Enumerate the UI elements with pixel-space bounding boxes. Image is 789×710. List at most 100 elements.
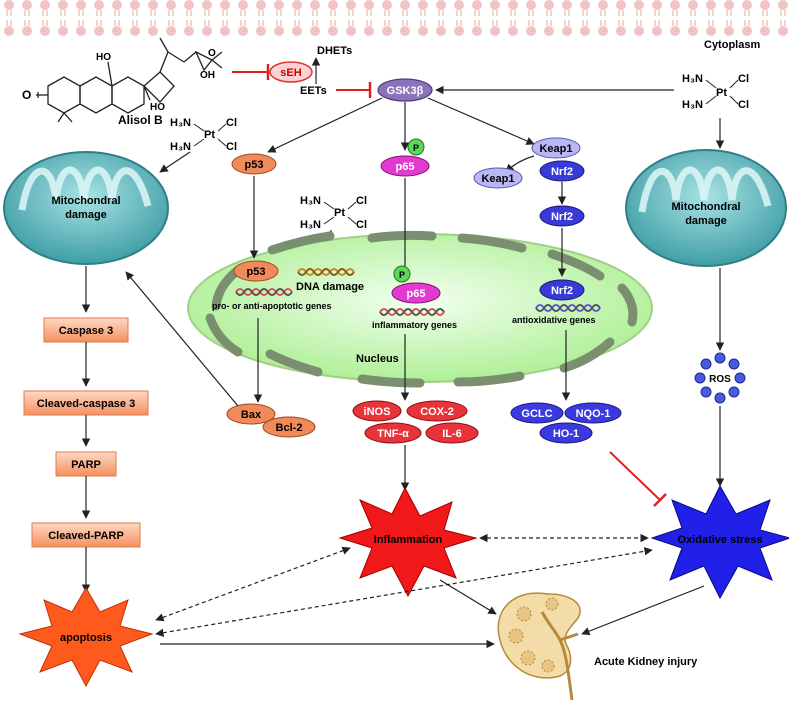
p65-cyto-label: p65 xyxy=(396,161,415,173)
apoptosis-inflammation-link xyxy=(155,546,351,622)
nrf2-free-node xyxy=(539,205,585,227)
cisplatin-left: H₃N H₃N Pt Cl Cl xyxy=(170,117,237,153)
svg-text:H₃N: H₃N xyxy=(682,73,703,85)
mito-left-label-1: Mitochondral xyxy=(51,195,120,207)
bax-to-mito-arrow xyxy=(125,271,239,407)
p53-cyto-label: p53 xyxy=(245,159,264,171)
alisol-ho1-label: HO xyxy=(96,52,111,63)
p65-nuc-node xyxy=(391,282,441,304)
cisplatin-center: H₃N H₃N Pt Cl Cl xyxy=(300,195,367,231)
p65-phospho-nuc xyxy=(393,265,411,283)
svg-text:Cl: Cl xyxy=(738,73,749,85)
nrf2-bound-label: Nrf2 xyxy=(551,166,573,178)
dhets-label: DHETs xyxy=(317,45,352,57)
p53-nuc-node xyxy=(233,260,279,282)
svg-text:Cl: Cl xyxy=(226,117,237,129)
caspase3-label: Caspase 3 xyxy=(59,325,113,337)
ho1-node xyxy=(539,422,593,444)
tnfa-label: TNF-α xyxy=(377,428,409,440)
cleaved-parp-label: Cleaved-PARP xyxy=(48,530,124,542)
p53-cyto-node xyxy=(231,153,277,175)
alisol-epoxide-label: O xyxy=(208,48,216,59)
bcl2-label: Bcl-2 xyxy=(276,422,303,434)
svg-text:Pt: Pt xyxy=(334,207,345,219)
cleaved-caspase3-label: Cleaved-caspase 3 xyxy=(37,398,135,410)
svg-text:H₃N: H₃N xyxy=(300,195,321,207)
alisol-ho2-label: HO xyxy=(150,102,165,113)
alisol-ketone-label: O xyxy=(22,88,31,102)
nrf2-free-label: Nrf2 xyxy=(551,211,573,223)
apoptotic-genes-helix xyxy=(235,288,293,296)
apoptosis-label: apoptosis xyxy=(60,632,112,644)
tnfa-node xyxy=(364,422,422,444)
p65-nuc-label: p65 xyxy=(407,288,426,300)
ho1-label: HO-1 xyxy=(553,428,579,440)
p65-cyto-node xyxy=(380,155,430,177)
nqo1-label: NQO-1 xyxy=(576,408,611,420)
gsk3b-node xyxy=(377,78,433,102)
inflammatory-genes-label: inflammatory genes xyxy=(372,320,457,330)
gsk-to-keap1-arrow xyxy=(427,97,535,145)
eets-label: EETs xyxy=(300,85,327,97)
parp-label: PARP xyxy=(71,459,101,471)
keap1-bound-label: Keap1 xyxy=(539,143,572,155)
gclc-node xyxy=(510,402,564,424)
apoptosis-burst xyxy=(18,587,154,688)
apoptotic-genes-label: pro- or anti-apoptotic genes xyxy=(212,301,332,311)
caspase3-box xyxy=(43,317,129,343)
ros-cluster xyxy=(694,352,746,404)
p53-nuc-label: p53 xyxy=(247,266,266,278)
enzymes-inhibit-stress-bar xyxy=(653,493,667,507)
svg-text:H₃N: H₃N xyxy=(682,99,703,111)
antioxidative-genes-helix xyxy=(535,304,601,312)
oxidative-stress-label: Oxidative stress xyxy=(678,534,763,546)
svg-text:H₃N: H₃N xyxy=(170,117,191,129)
gsk-to-p53-arrow xyxy=(267,97,383,153)
dna-damage-helix xyxy=(297,268,355,276)
inflammation-to-aki-arrow xyxy=(439,579,497,615)
cell-membrane xyxy=(0,0,789,36)
nrf2-bound-node xyxy=(539,160,585,182)
cleaved-parp-box xyxy=(31,522,141,548)
alisol-label: Alisol B xyxy=(118,113,163,127)
svg-text:Cl: Cl xyxy=(226,141,237,153)
nrf2-nuc-label: Nrf2 xyxy=(551,285,573,297)
svg-text:Pt: Pt xyxy=(204,129,215,141)
seh-label: sEH xyxy=(280,67,301,79)
mito-left-label-2: damage xyxy=(65,209,107,221)
bcl2-node xyxy=(262,416,316,438)
aki-label: Acute Kidney injury xyxy=(594,656,698,668)
mito-right-label-1: Mitochondral xyxy=(671,201,740,213)
cisplatin-to-mito-left-arrow xyxy=(159,151,191,173)
bax-node xyxy=(226,403,276,425)
nrf2-nuc-node xyxy=(539,279,585,301)
svg-text:Pt: Pt xyxy=(716,87,727,99)
inflammation-label: Inflammation xyxy=(374,534,443,546)
inos-label: iNOS xyxy=(364,406,391,418)
keap1-free-node xyxy=(473,167,523,189)
mitochondria-right xyxy=(625,149,787,267)
cytoplasm-label: Cytoplasm xyxy=(704,39,760,51)
cox2-label: COX-2 xyxy=(420,406,454,418)
il6-node xyxy=(425,422,479,444)
enzymes-inhibit-stress-line xyxy=(609,451,661,501)
oxidative-stress-burst xyxy=(650,484,789,600)
cox2-node xyxy=(406,400,468,422)
stress-to-aki-arrow xyxy=(581,585,705,636)
svg-text:H₃N: H₃N xyxy=(300,219,321,231)
svg-text:H₃N: H₃N xyxy=(170,141,191,153)
seh-node xyxy=(269,61,313,83)
mitochondria-left xyxy=(3,151,169,265)
alisol-oh-label: OH xyxy=(200,70,215,81)
ros-label: ROS xyxy=(709,374,731,385)
mito-right-label-2: damage xyxy=(685,215,727,227)
antioxidative-genes-label: antioxidative genes xyxy=(512,315,596,325)
il6-label: IL-6 xyxy=(442,428,462,440)
svg-text:Cl: Cl xyxy=(356,219,367,231)
keap1-bound-node xyxy=(531,137,581,159)
gclc-label: GCLC xyxy=(521,408,552,420)
nucleus-label: Nucleus xyxy=(356,353,399,365)
dna-damage-label: DNA damage xyxy=(296,281,364,293)
